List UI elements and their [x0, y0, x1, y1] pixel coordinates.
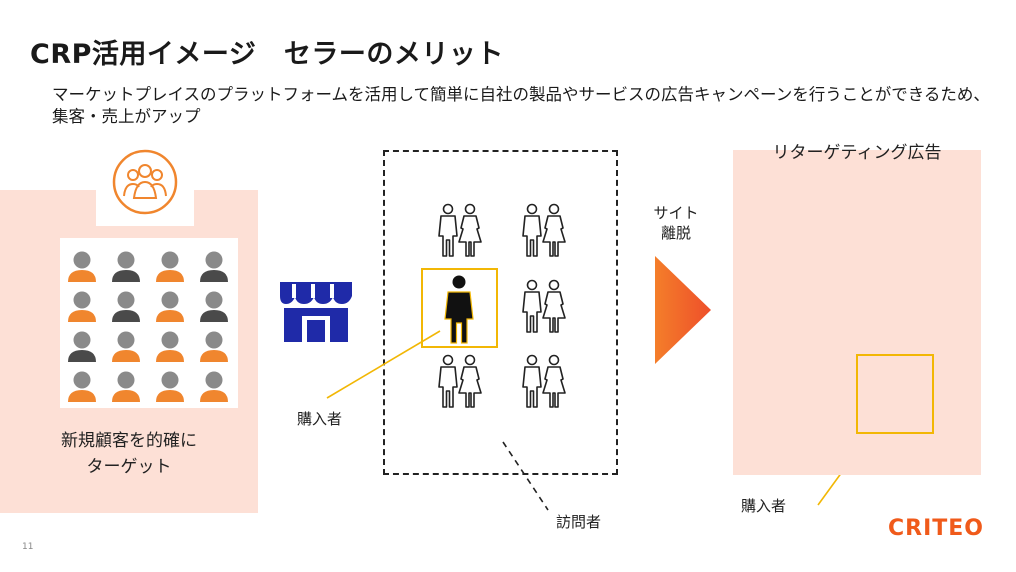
couple-icon — [522, 279, 566, 333]
person-icon — [112, 371, 140, 402]
page-title: CRP活用イメージ セラーのメリット — [30, 39, 504, 70]
exit-line-2: 離脱 — [660, 224, 691, 242]
buyer-highlight-right — [856, 354, 934, 434]
person-icon — [68, 371, 96, 402]
retargeting-title: リターゲティング広告 — [772, 143, 942, 163]
play-arrow-icon — [655, 256, 711, 364]
left-caption: 新規顧客を的確に ターゲット — [0, 428, 258, 480]
page-number: 11 — [22, 542, 34, 552]
person-icon — [200, 371, 228, 402]
buyer-label-left: 購入者 — [297, 410, 343, 428]
person-icon — [200, 291, 228, 322]
exit-line-1: サイト — [653, 204, 699, 222]
person-grid — [68, 251, 228, 402]
buyer-person-icon — [444, 275, 474, 344]
visitors-area — [383, 150, 618, 475]
buyer-highlight — [421, 268, 498, 348]
person-icon — [112, 251, 140, 282]
criteo-logo: CRITEO — [888, 516, 985, 541]
visitor-label: 訪問者 — [556, 513, 602, 531]
caption-line-1: 新規顧客を的確に — [61, 431, 197, 451]
person-icon — [68, 331, 96, 362]
couple-icon — [522, 203, 566, 257]
person-icon — [68, 251, 96, 282]
person-icon — [112, 331, 140, 362]
customer-grid — [60, 238, 238, 408]
storefront-icon — [280, 282, 352, 342]
person-icon — [156, 291, 184, 322]
person-icon — [200, 251, 228, 282]
person-icon — [68, 291, 96, 322]
couple-icon — [438, 203, 482, 257]
visitor-connector — [502, 441, 549, 511]
couple-icon — [438, 354, 482, 408]
buyer-label-right: 購入者 — [741, 497, 787, 515]
persona-card — [96, 138, 194, 226]
couple-icon — [522, 354, 566, 408]
exit-label: サイト 離脱 — [638, 203, 714, 243]
group-people-icon — [112, 149, 178, 215]
person-icon — [156, 371, 184, 402]
caption-line-2: ターゲット — [86, 457, 172, 477]
person-icon — [112, 291, 140, 322]
page-subtitle: マーケットプレイスのプラットフォームを活用して簡単に自社の製品やサービスの広告キ… — [52, 85, 990, 126]
person-icon — [200, 331, 228, 362]
person-icon — [156, 331, 184, 362]
person-icon — [156, 251, 184, 282]
